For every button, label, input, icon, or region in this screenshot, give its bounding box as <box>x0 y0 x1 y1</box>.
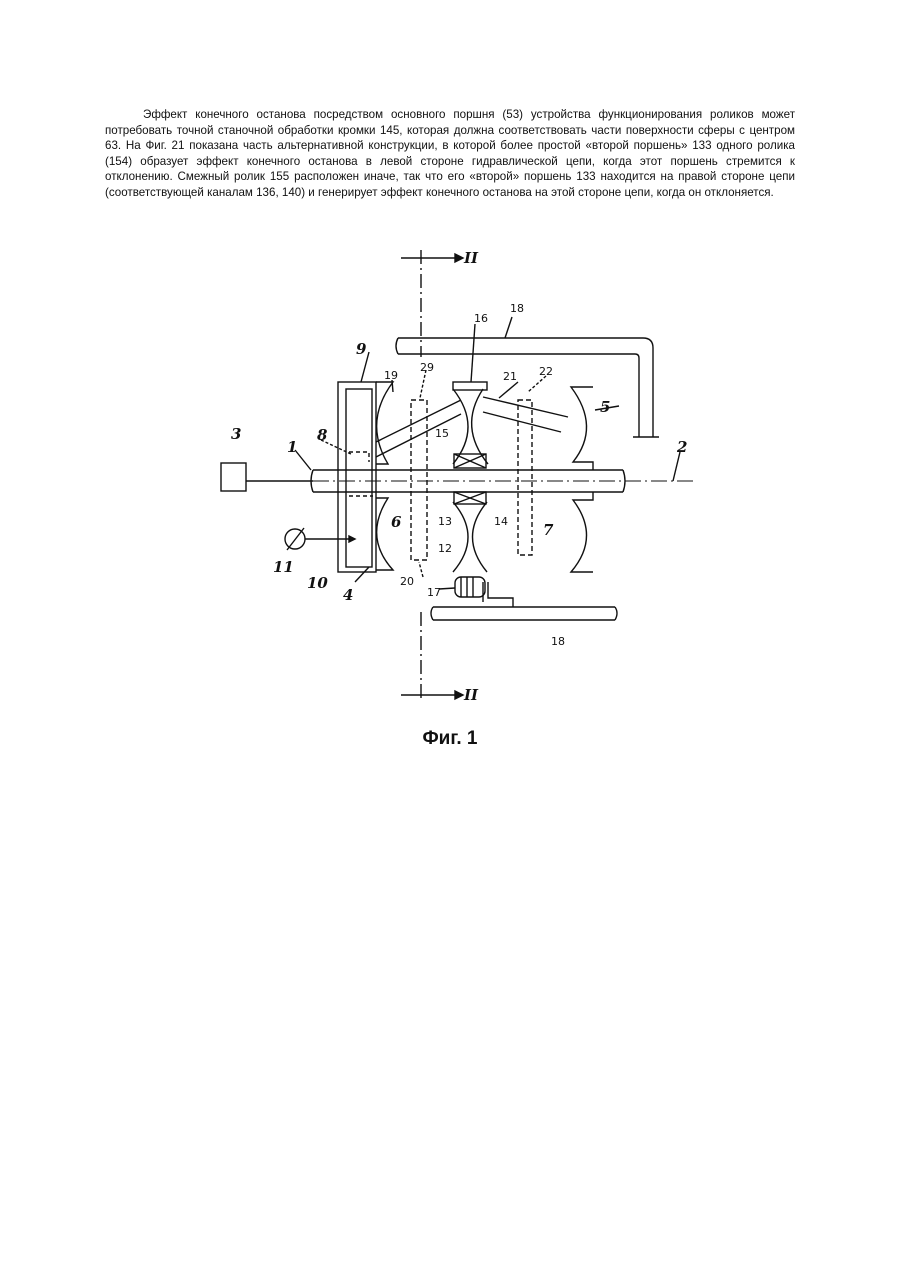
label-7: 7 <box>543 521 554 539</box>
link-21-b <box>483 397 568 417</box>
body-paragraph: Эффект конечного останова посредством ос… <box>105 107 795 201</box>
label-29: 29 <box>420 361 434 374</box>
label-16: 16 <box>474 312 488 325</box>
label-19: 19 <box>384 369 398 382</box>
technical-drawing: II II 18 16 9 19 29 21 22 5 15 3 8 1 2 6… <box>183 232 718 712</box>
link-21-a <box>483 412 561 432</box>
label-20: 20 <box>400 575 414 588</box>
label-10: 10 <box>307 574 328 592</box>
motor-17 <box>455 577 485 597</box>
label-13: 13 <box>438 515 452 528</box>
actuator-box-3 <box>221 463 246 491</box>
pipe-bottom-end-right <box>615 607 617 620</box>
label-9: 9 <box>356 340 367 358</box>
disc-right-upper <box>571 387 593 470</box>
roller-right-lower <box>473 502 488 572</box>
label-6: 6 <box>391 513 402 531</box>
pipe-17-connector <box>488 582 513 607</box>
pipe-bottom-end-left <box>431 607 433 620</box>
label-5: 5 <box>600 398 610 416</box>
label-18-top: 18 <box>510 302 524 315</box>
label-18-bottom: 18 <box>551 635 565 648</box>
disc-left-upper <box>376 382 393 464</box>
label-1: 1 <box>287 438 297 456</box>
label-11: 11 <box>273 558 294 576</box>
label-2: 2 <box>676 438 687 456</box>
roller-left-lower <box>453 502 468 572</box>
label-14: 14 <box>494 515 508 528</box>
dashed-8 <box>349 452 369 462</box>
label-8: 8 <box>317 426 328 444</box>
label-4: 4 <box>343 586 353 604</box>
pipe-18-top-outer <box>398 338 653 437</box>
label-15: 15 <box>435 427 449 440</box>
pipe-top-end <box>396 338 398 354</box>
drawing-svg: II II 18 16 9 19 29 21 22 5 15 3 8 1 2 6… <box>183 232 718 712</box>
roller-cap-16 <box>453 382 487 390</box>
label-21: 21 <box>503 370 517 383</box>
roller-right-upper <box>472 389 488 464</box>
label-12: 12 <box>438 542 452 555</box>
label-section-bottom: II <box>463 686 479 704</box>
housing-9 <box>338 382 376 572</box>
arrow-head-bottom <box>455 691 463 699</box>
disc-left-lower <box>376 498 393 570</box>
label-3: 3 <box>231 425 241 443</box>
label-section-top: II <box>463 249 479 267</box>
label-22: 22 <box>539 365 553 378</box>
shaft-end-right <box>623 470 625 492</box>
disc-right-lower <box>571 492 593 572</box>
label-17: 17 <box>427 586 441 599</box>
arrow-head-top <box>455 254 463 262</box>
figure-caption: Фиг. 1 <box>0 728 900 750</box>
